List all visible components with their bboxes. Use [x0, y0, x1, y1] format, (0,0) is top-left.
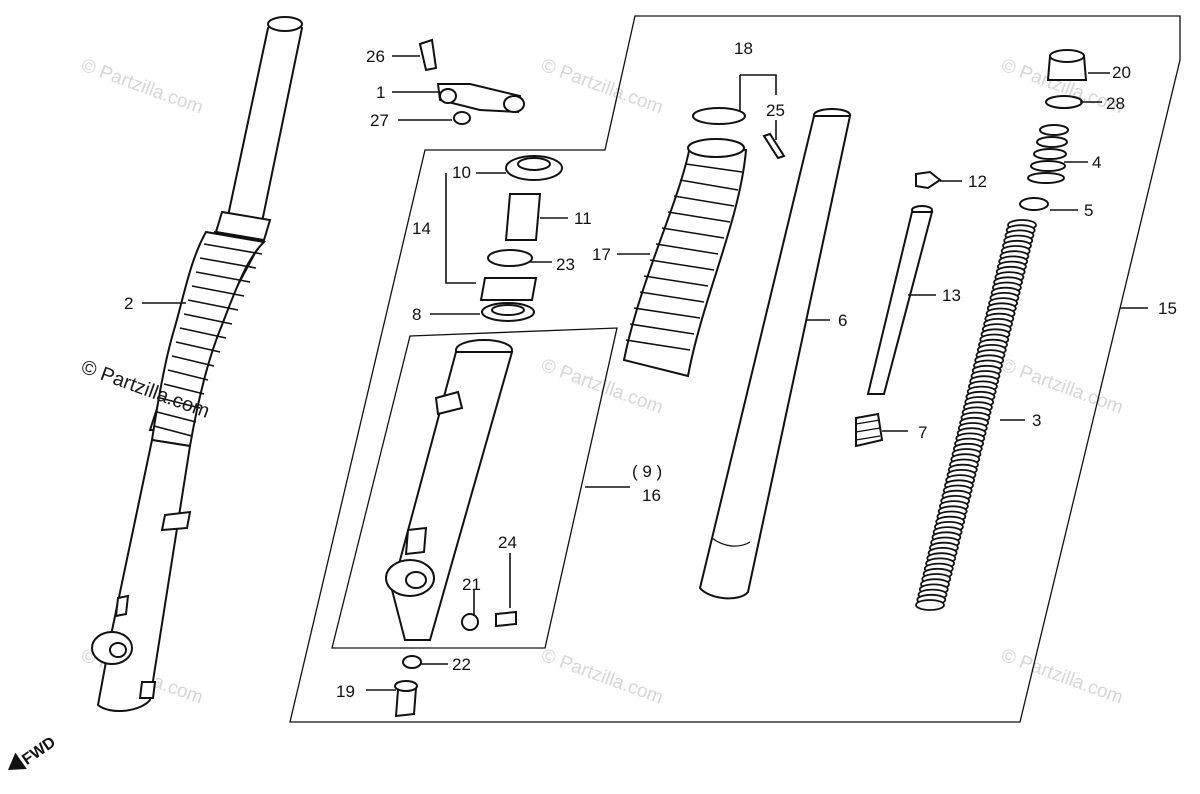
callout-28: 28 [1106, 94, 1125, 113]
callout-3: 3 [1032, 411, 1041, 430]
seal-stack [479, 155, 563, 322]
fork-cap-stack [1019, 49, 1088, 211]
callout-15: 15 [1158, 299, 1177, 318]
callout-26: 26 [366, 47, 385, 66]
callout-11: 11 [574, 209, 592, 228]
forward-direction-indicator: FWD [8, 734, 59, 770]
callout-17: 17 [592, 245, 611, 264]
callout-9: ( 9 ) [632, 462, 662, 481]
fwd-arrow-icon [8, 752, 27, 770]
callout-1: 1 [376, 83, 385, 102]
watermark: © Partzilla.com [998, 645, 1125, 709]
top-bridge-clamp [418, 38, 525, 125]
callout-23: 23 [556, 255, 575, 274]
callout-16: 16 [642, 486, 661, 505]
fork-assembly-frame [289, 15, 1181, 723]
dust-boot [622, 107, 786, 378]
spring-coil [915, 599, 945, 611]
callout-19: 19 [336, 682, 355, 701]
watermark: © Partzilla.com [538, 55, 665, 119]
callout-27: 27 [370, 111, 389, 130]
fork-slider [385, 339, 514, 641]
callout-4: 4 [1092, 153, 1101, 172]
callout-14: 14 [412, 219, 431, 238]
callout-18: 18 [734, 39, 753, 58]
assembled-fork [91, 16, 304, 712]
callout-13: 13 [942, 286, 961, 305]
callout-labels: 26 1 27 2 10 14 11 23 8 17 18 25 6 12 13… [124, 39, 1177, 701]
fork-tube [698, 108, 852, 600]
callout-6: 6 [838, 311, 847, 330]
lower-case-frame [331, 327, 618, 649]
damper-rod [855, 170, 942, 448]
watermark: © Partzilla.com [538, 645, 665, 709]
callout-12: 12 [968, 172, 987, 191]
callout-8: 8 [412, 305, 421, 324]
callout-5: 5 [1084, 201, 1093, 220]
callout-20: 20 [1112, 63, 1131, 82]
callout-21: 21 [462, 575, 481, 594]
callout-24: 24 [498, 533, 517, 552]
callout-7: 7 [918, 423, 927, 442]
watermark-layer: © Partzilla.com © Partzilla.com © Partzi… [78, 55, 1125, 709]
watermark: © Partzilla.com [78, 55, 205, 119]
callout-10: 10 [452, 163, 471, 182]
drain-bolts [394, 610, 517, 718]
fwd-label: FWD [19, 734, 59, 769]
callout-2: 2 [124, 294, 133, 313]
fork-spring [915, 219, 1037, 611]
callout-22: 22 [452, 655, 471, 674]
leader-lines [142, 55, 1148, 691]
callout-25: 25 [766, 101, 785, 120]
